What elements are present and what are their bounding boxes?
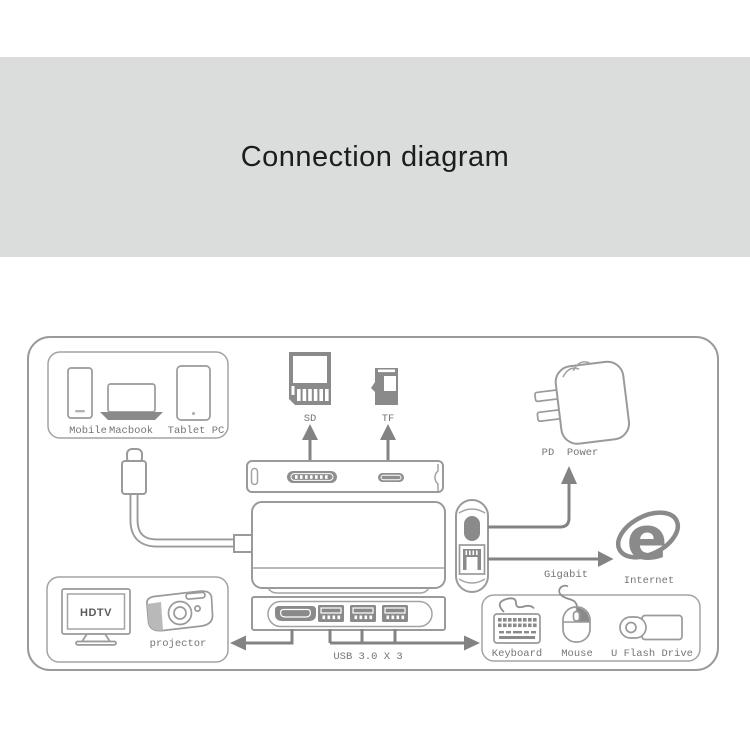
tf-arrow	[380, 424, 396, 461]
usb-a-port-1	[318, 605, 344, 622]
pd-power-label: PD Power	[542, 447, 599, 459]
usb-c-plug-icon	[121, 448, 147, 495]
mobile-label: Mobile	[69, 425, 107, 437]
power-adapter-icon	[534, 360, 631, 445]
usb-a-port-3	[382, 605, 408, 622]
sd-arrow	[302, 424, 318, 461]
source-devices-box: Mobile Macbook Tablet PC	[47, 351, 229, 439]
flash-drive-label: U Flash Drive	[611, 648, 693, 660]
flash-drive-icon	[619, 614, 683, 641]
hub-top-view	[246, 460, 444, 493]
tf-slot	[378, 473, 404, 482]
hdmi-port	[275, 606, 316, 621]
usb3-label: USB 3.0 X 3	[333, 651, 402, 663]
peripherals-box: Keyboard Mouse U Flash Drive	[481, 584, 701, 662]
ethernet-port	[458, 544, 486, 575]
hub-side-view	[455, 499, 489, 593]
title-banner: Connection diagram	[0, 57, 750, 257]
internet-icon: e	[615, 504, 681, 574]
hub-body	[251, 501, 446, 594]
tf-card-icon	[371, 368, 398, 405]
projector-label: projector	[150, 638, 207, 650]
gigabit-label: Gigabit	[544, 569, 588, 581]
cable-hub-connector	[233, 534, 254, 553]
sd-label: SD	[304, 413, 317, 425]
page-title: Connection diagram	[240, 140, 510, 173]
sd-slot	[287, 471, 337, 483]
macbook-icon	[100, 383, 163, 420]
power-arrow	[488, 466, 577, 529]
mobile-phone-icon	[67, 367, 93, 419]
hub-bottom-view	[251, 596, 446, 631]
hdtv-label: HDTV	[80, 607, 112, 619]
usb-c-port	[464, 516, 480, 541]
tablet-pc-label: Tablet PC	[168, 425, 225, 437]
usb-c-cable	[121, 448, 254, 553]
sd-card-icon	[289, 352, 331, 405]
internet-label: Internet	[624, 575, 674, 587]
usb-a-port-2	[350, 605, 376, 622]
diagram-outer-border	[27, 336, 719, 671]
hdtv-icon: HDTV	[61, 588, 131, 646]
mouse-label: Mouse	[561, 648, 593, 660]
keyboard-icon	[493, 597, 541, 644]
display-devices-box: HDTV projector	[46, 576, 229, 663]
usb-arrows	[328, 629, 480, 651]
hdmi-arrow	[230, 629, 294, 651]
mouse-icon	[558, 584, 591, 643]
gigabit-arrow	[488, 551, 614, 567]
tf-label: TF	[382, 413, 395, 425]
projector-icon	[146, 590, 214, 632]
keyboard-label: Keyboard	[492, 648, 542, 660]
tablet-icon	[176, 365, 211, 421]
macbook-label: Macbook	[109, 425, 153, 437]
